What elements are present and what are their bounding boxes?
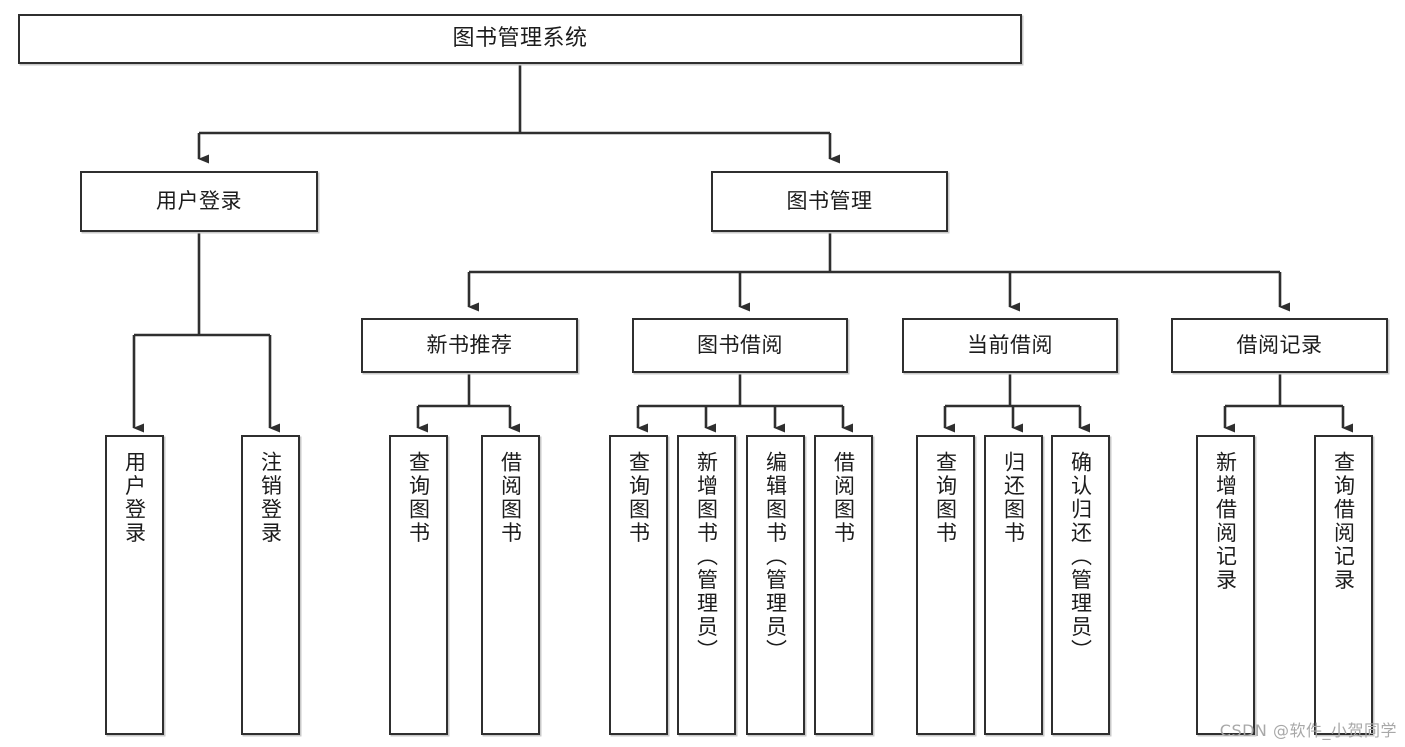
node-label: 查询借阅记录	[1331, 451, 1356, 592]
node-leaf-query-book-2[interactable]: 查询图书	[609, 435, 668, 735]
node-label: 新书推荐	[426, 332, 513, 357]
node-label: 用户登录	[122, 451, 147, 545]
csdn-watermark: CSDN @软件_小贺同学	[1219, 721, 1397, 740]
node-leaf-user-login[interactable]: 用户登录	[105, 435, 164, 735]
node-book-management[interactable]: 图书管理	[711, 171, 948, 232]
node-user-login[interactable]: 用户登录	[80, 171, 318, 232]
node-label: 当前借阅	[967, 332, 1053, 357]
node-leaf-query-record[interactable]: 查询借阅记录	[1314, 435, 1373, 735]
node-leaf-add-book[interactable]: 新增图书（管理员）	[677, 435, 736, 735]
node-borrow-record[interactable]: 借阅记录	[1171, 318, 1388, 373]
node-label: 确认归还（管理员）	[1068, 451, 1093, 663]
node-label: 注销登录	[258, 451, 283, 545]
node-current-borrow[interactable]: 当前借阅	[902, 318, 1118, 373]
node-leaf-query-book-3[interactable]: 查询图书	[916, 435, 975, 735]
node-label: 借阅记录	[1236, 332, 1323, 357]
node-label: 用户登录	[156, 188, 242, 213]
node-label: 借阅图书	[498, 451, 523, 545]
node-leaf-borrow-book-2[interactable]: 借阅图书	[814, 435, 873, 735]
node-root-book-management-system[interactable]: 图书管理系统	[18, 14, 1022, 64]
node-leaf-confirm-return[interactable]: 确认归还（管理员）	[1051, 435, 1110, 735]
node-label: 查询图书	[406, 451, 431, 545]
node-leaf-add-record[interactable]: 新增借阅记录	[1196, 435, 1255, 735]
node-label: 借阅图书	[831, 451, 856, 545]
node-leaf-query-book-1[interactable]: 查询图书	[389, 435, 448, 735]
node-label: 查询图书	[933, 451, 958, 545]
node-new-book-recommend[interactable]: 新书推荐	[361, 318, 578, 373]
node-label: 图书管理系统	[452, 25, 588, 51]
node-leaf-edit-book[interactable]: 编辑图书（管理员）	[746, 435, 805, 735]
node-label: 查询图书	[626, 451, 651, 545]
node-label: 新增图书（管理员）	[694, 451, 719, 663]
node-leaf-borrow-book-1[interactable]: 借阅图书	[481, 435, 540, 735]
node-label: 新增借阅记录	[1213, 451, 1238, 592]
node-label: 图书管理	[786, 188, 873, 213]
node-label: 图书借阅	[697, 332, 783, 357]
node-label: 编辑图书（管理员）	[763, 451, 788, 663]
node-leaf-logout-login[interactable]: 注销登录	[241, 435, 300, 735]
node-book-borrow[interactable]: 图书借阅	[632, 318, 848, 373]
node-label: 归还图书	[1001, 451, 1026, 545]
node-leaf-return-book[interactable]: 归还图书	[984, 435, 1043, 735]
